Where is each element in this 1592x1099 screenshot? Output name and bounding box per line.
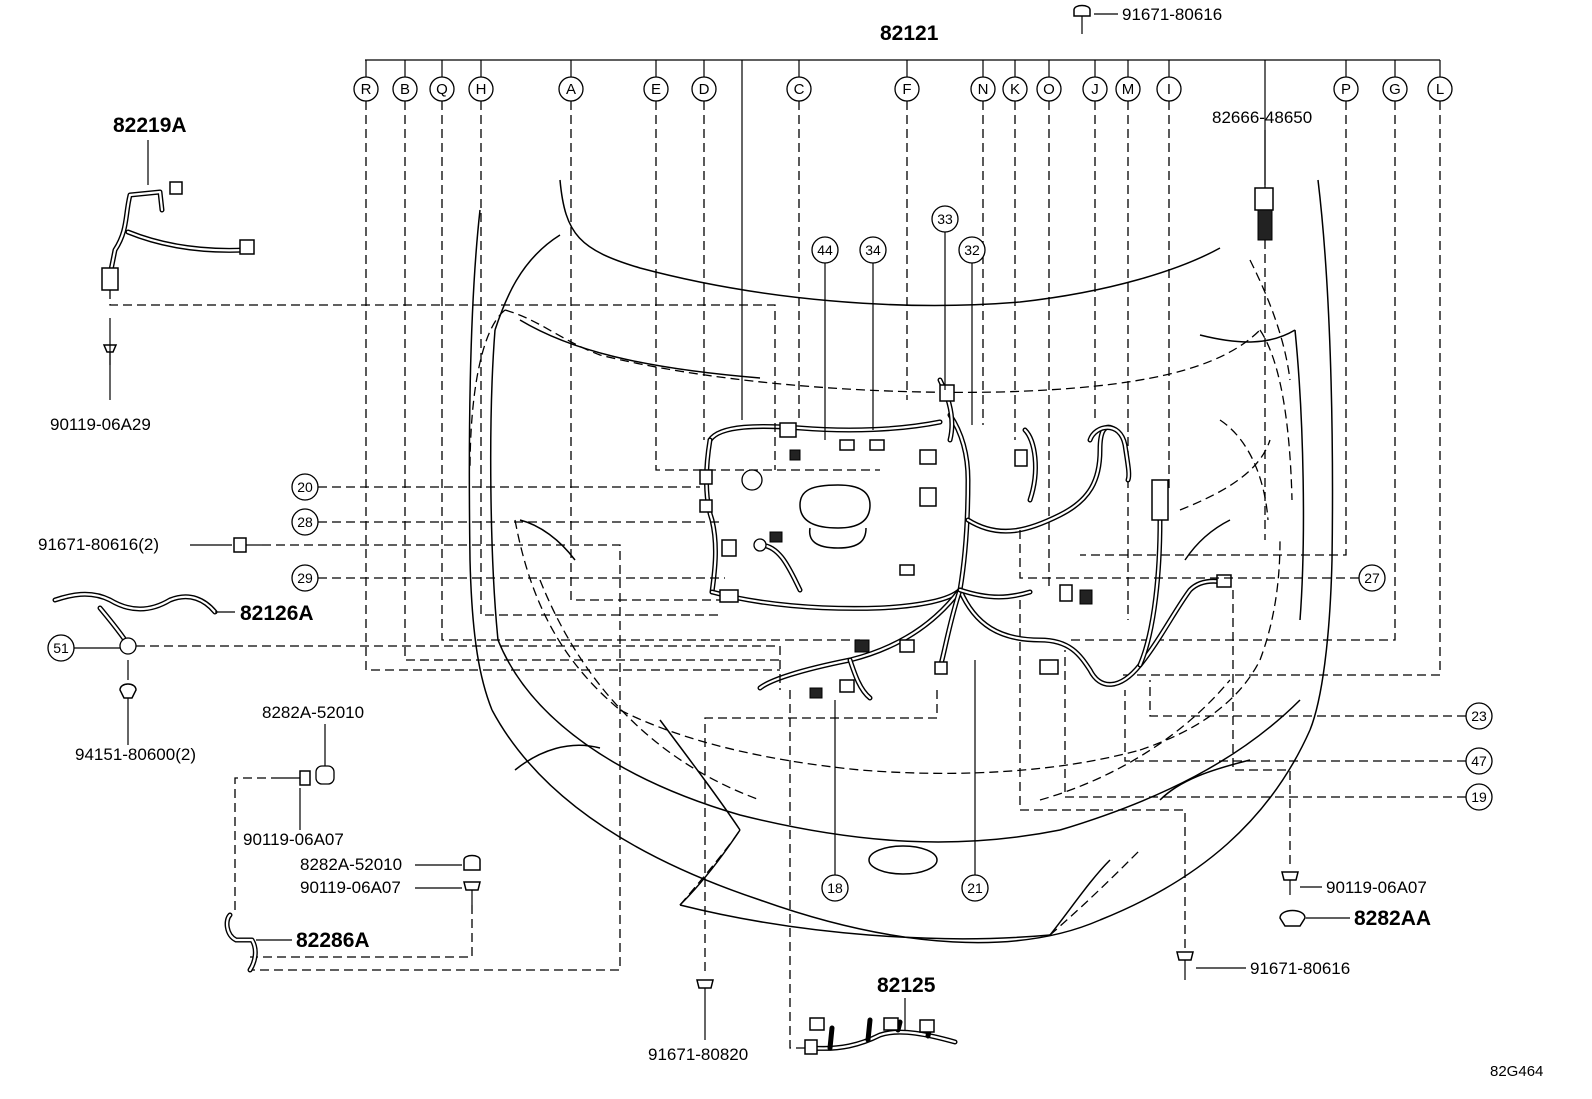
letter-marker: Q [429, 60, 455, 102]
part-number-8282A-52010-b: 8282A-52010 [300, 855, 402, 874]
part-number-8282A-52010-a: 8282A-52010 [262, 703, 364, 722]
svg-text:A: A [566, 81, 576, 98]
part-number-82219A: 82219A [113, 114, 187, 137]
part-number-94151-80600-2: 94151-80600(2) [75, 745, 196, 764]
svg-text:O: O [1043, 81, 1055, 98]
callout-32: 32 [964, 242, 980, 258]
callout-47: 47 [1471, 753, 1487, 769]
svg-text:I: I [1167, 81, 1171, 98]
svg-text:D: D [699, 81, 710, 98]
vehicle-front-outline [468, 179, 1334, 944]
letter-marker: A [558, 60, 584, 102]
letter-marker: G [1382, 60, 1408, 102]
part-number-90119-06A29: 90119-06A29 [50, 415, 151, 434]
svg-text:C: C [794, 81, 805, 98]
letter-marker: H [468, 60, 494, 102]
part-number-91671-80616-top: 91671-80616 [1122, 5, 1222, 24]
part-number-82126A: 82126A [240, 602, 314, 625]
svg-text:H: H [476, 81, 487, 98]
letter-leader-lines [365, 101, 1441, 676]
connector-letter-row: R B Q H A E D C F N K O J M I P G L [353, 60, 1453, 102]
svg-text:L: L [1436, 81, 1444, 98]
vehicle-hidden-lines [469, 259, 1293, 936]
callout-21: 21 [967, 880, 983, 896]
part-90119-06A07-c-group: 90119-06A07 8282AA [1232, 590, 1431, 930]
part-82125-group: 82125 [789, 690, 958, 1055]
part-number-82666-48650: 82666-48650 [1212, 108, 1312, 127]
callout-51: 51 [53, 640, 69, 656]
part-number-90119-06A07-b: 90119-06A07 [300, 878, 401, 897]
part-number-91671-80820: 91671-80820 [648, 1045, 748, 1064]
svg-text:F: F [902, 81, 911, 98]
svg-text:P: P [1341, 81, 1351, 98]
letter-marker: L [1427, 60, 1453, 102]
callout-29: 29 [297, 570, 313, 586]
part-number-90119-06A07-a: 90119-06A07 [243, 830, 344, 849]
emblem-outline [868, 845, 938, 875]
letter-marker: D [691, 60, 717, 102]
part-number-91671-80616-2: 91671-80616(2) [38, 535, 159, 554]
svg-text:K: K [1010, 81, 1020, 98]
part-91671-80616-2-group: 91671-80616(2) [38, 535, 621, 971]
callout-44: 44 [817, 242, 833, 258]
letter-marker: N [970, 60, 996, 102]
svg-text:G: G [1389, 81, 1401, 98]
letter-marker: E [643, 60, 669, 102]
part-91671-80616-top-group: 91671-80616 [1073, 4, 1222, 34]
part-8282A-52010-b-group: 8282A-52010 90119-06A07 [250, 854, 481, 958]
letter-marker: I [1156, 60, 1182, 102]
part-82286A-group: 82286A [224, 912, 370, 973]
callout-23: 23 [1471, 708, 1487, 724]
letter-marker: F [894, 60, 920, 102]
part-number-90119-06A07-c: 90119-06A07 [1326, 878, 1427, 897]
callout-20: 20 [297, 479, 313, 495]
letter-marker: C [786, 60, 812, 102]
part-number-82121: 82121 [880, 22, 939, 45]
callout-33: 33 [937, 211, 953, 227]
letter-marker: J [1082, 60, 1108, 102]
left-callouts: 20 28 29 [291, 473, 725, 592]
letter-marker: K [1002, 60, 1028, 102]
bottom-callouts: 18 21 [821, 660, 989, 902]
diagram-code: 82G464 [1490, 1063, 1543, 1080]
svg-text:E: E [651, 81, 661, 98]
part-number-91671-80616-bottom: 91671-80616 [1250, 959, 1350, 978]
part-82666-48650-group: 82666-48650 [1212, 108, 1312, 540]
callout-27: 27 [1364, 570, 1380, 586]
part-number-82125: 82125 [877, 974, 936, 997]
part-8282A-52010-a-group: 8282A-52010 90119-06A07 [234, 703, 364, 915]
part-number-82286A: 82286A [296, 929, 370, 952]
svg-text:M: M [1122, 81, 1135, 98]
svg-text:B: B [400, 81, 410, 98]
engine-room-harness [699, 377, 1232, 701]
part-82126A-group: 82126A 51 94151-80600(2) [47, 591, 781, 764]
letter-marker: P [1333, 60, 1359, 102]
part-number-8282AA: 8282AA [1354, 907, 1431, 930]
letter-marker: M [1115, 60, 1141, 102]
callout-34: 34 [865, 242, 881, 258]
top-callouts: 44 34 33 32 [811, 205, 986, 440]
letter-marker: R [353, 60, 379, 102]
callout-18: 18 [827, 880, 843, 896]
right-callouts: 27 23 47 19 [1019, 530, 1493, 811]
svg-text:R: R [361, 81, 372, 98]
svg-text:J: J [1091, 81, 1099, 98]
callout-19: 19 [1471, 789, 1487, 805]
svg-text:N: N [978, 81, 989, 98]
letter-marker: O [1036, 60, 1062, 102]
letter-marker: B [392, 60, 418, 102]
part-82219A-group: 82219A 90119-06A29 [50, 114, 776, 470]
callout-28: 28 [297, 514, 313, 530]
part-91671-80616-bottom-group: 91671-80616 [1019, 600, 1350, 980]
part-91671-80820-group: 91671-80820 [648, 690, 938, 1064]
svg-text:Q: Q [436, 81, 448, 98]
